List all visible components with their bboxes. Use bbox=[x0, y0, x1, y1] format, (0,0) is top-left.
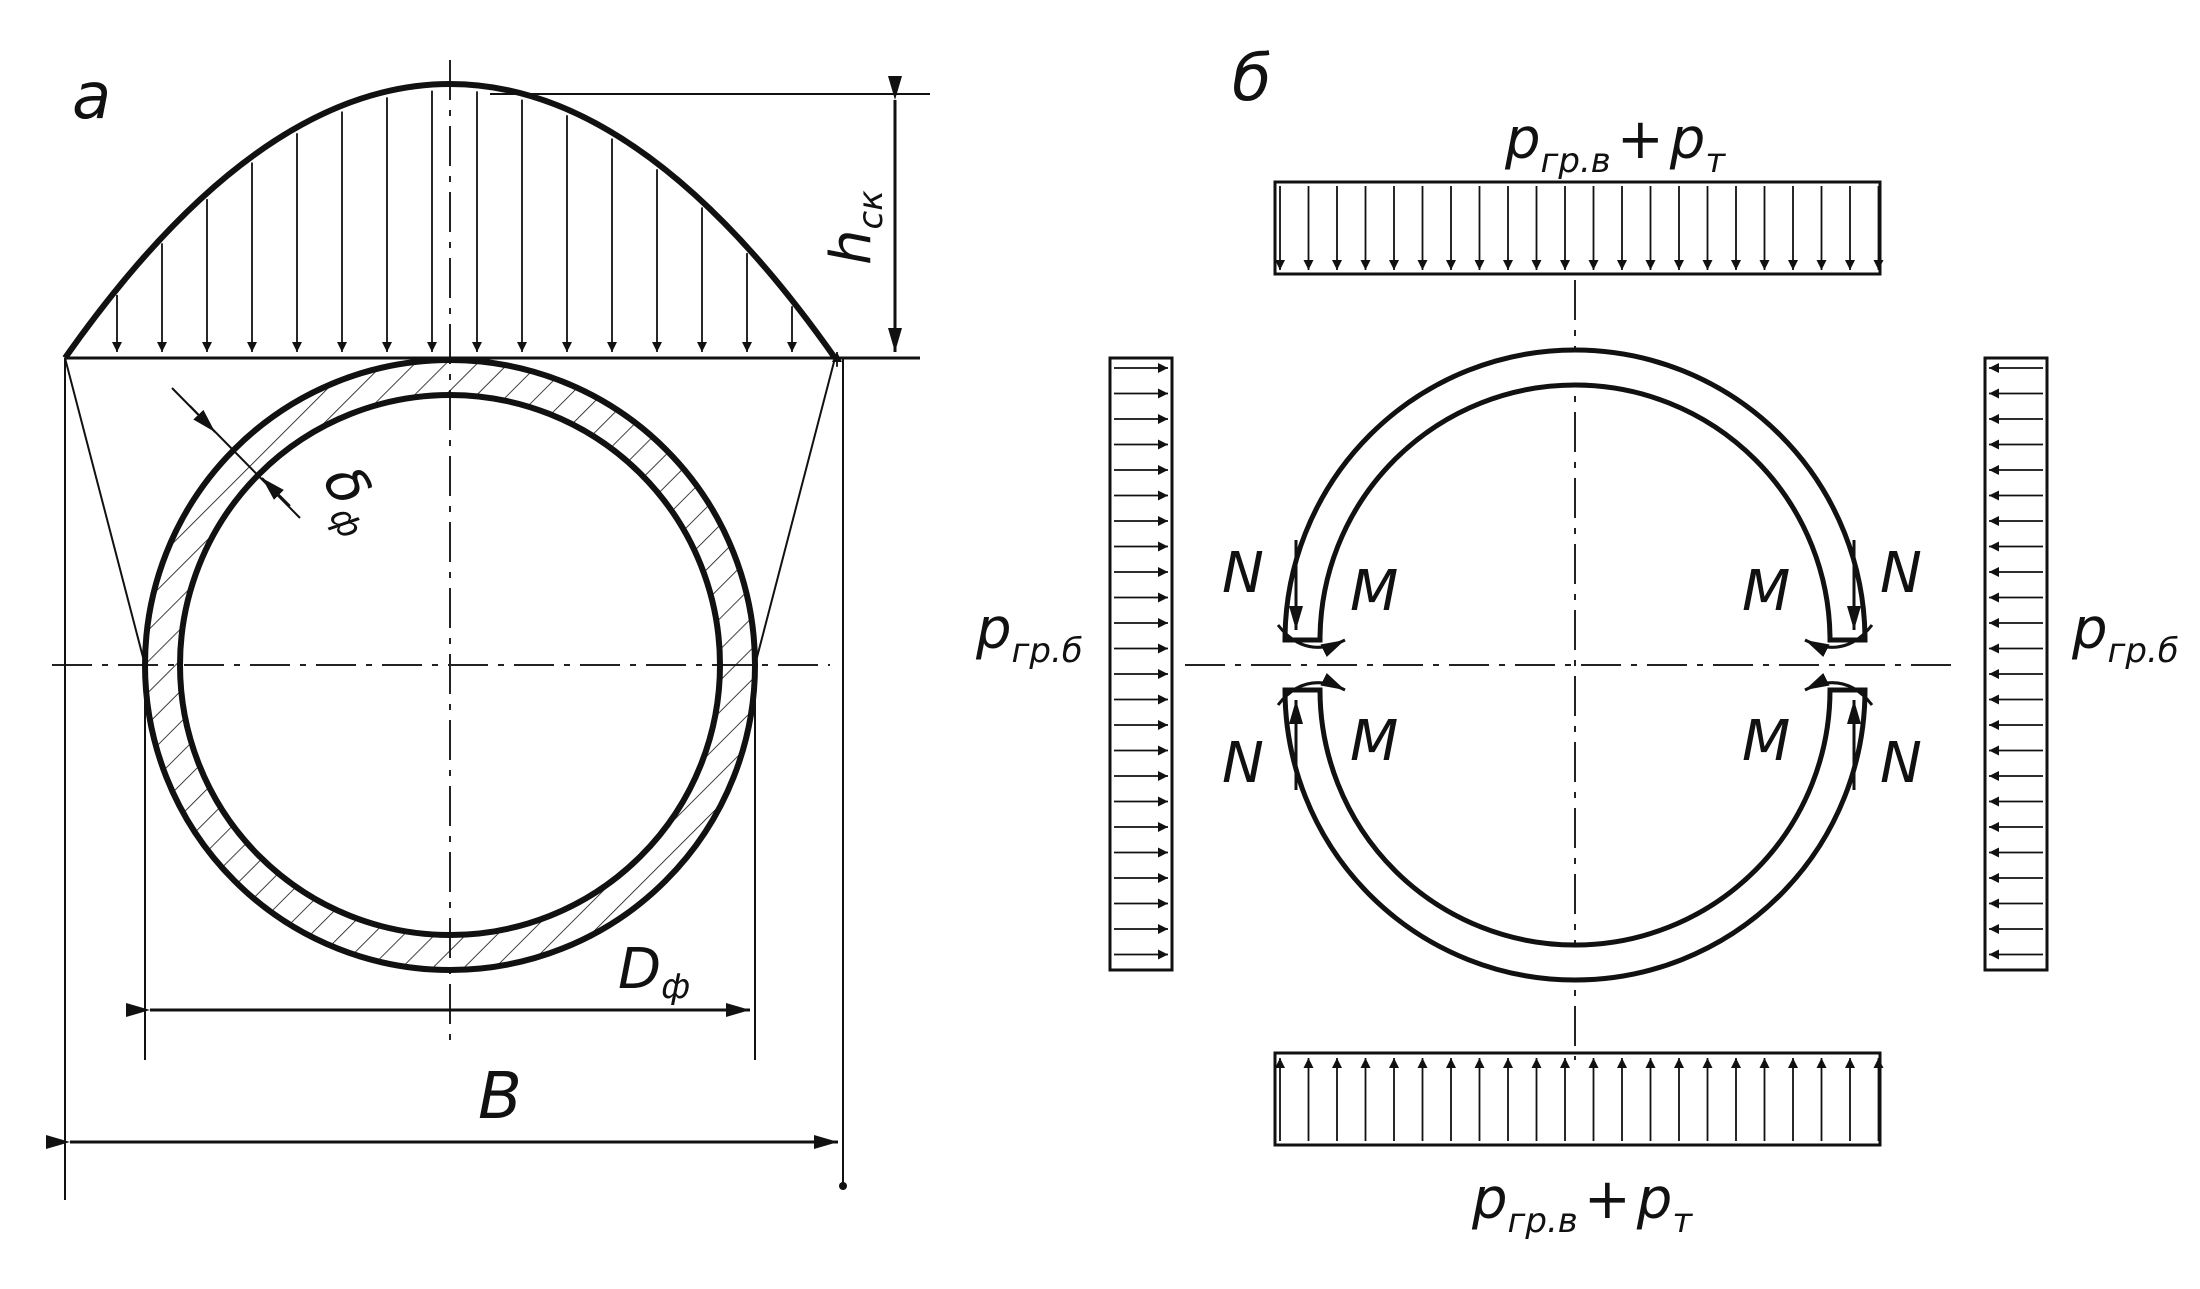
d-label: Dф bbox=[618, 937, 690, 1007]
bottom-load-strip bbox=[1273, 1051, 1882, 1147]
right-load-arrows bbox=[1989, 363, 2043, 960]
b-extension-dot bbox=[839, 1182, 847, 1190]
right-load-label: pгр.б bbox=[2071, 597, 2179, 671]
right-slope-line bbox=[754, 357, 836, 666]
top-load-strip bbox=[1273, 180, 1882, 276]
right-load-strip bbox=[1983, 356, 2049, 972]
panel-b-label: б bbox=[1232, 42, 1271, 116]
delta-arrow-inner bbox=[261, 477, 291, 507]
moment-m-upper-left bbox=[1276, 624, 1346, 657]
left-slope-line bbox=[64, 357, 146, 666]
label-m-upper-right: M bbox=[1742, 559, 1790, 624]
panel-a-label: a bbox=[72, 60, 111, 134]
label-n-upper-left: N bbox=[1222, 541, 1264, 606]
left-load-label: pгр.б bbox=[975, 597, 1083, 671]
label-n-lower-right: N bbox=[1880, 731, 1922, 796]
ring-upper-half bbox=[1282, 347, 1868, 643]
panel-b: б pгр.в+pт pгр.в+pт pгр.б pгр.б bbox=[975, 42, 2179, 1241]
h-label: hск bbox=[819, 190, 891, 265]
label-m-lower-right: M bbox=[1742, 709, 1790, 774]
bottom-load-arrows bbox=[1275, 1058, 1884, 1141]
moment-m-lower-left bbox=[1276, 673, 1346, 706]
label-n-upper-right: N bbox=[1880, 541, 1922, 606]
left-load-arrows bbox=[1114, 363, 1168, 960]
load-arrows-a bbox=[112, 90, 842, 367]
label-m-lower-left: M bbox=[1350, 709, 1398, 774]
h-label-group: hск bbox=[819, 190, 891, 265]
b-label: B bbox=[478, 1060, 522, 1134]
label-n-lower-left: N bbox=[1222, 731, 1264, 796]
left-load-strip bbox=[1108, 356, 1174, 972]
label-m-upper-left: M bbox=[1350, 559, 1398, 624]
delta-label-group: δф bbox=[304, 455, 398, 546]
soil-load-curve bbox=[62, 81, 838, 360]
delta-arrow-outer bbox=[189, 405, 216, 433]
moment-m-lower-right bbox=[1804, 673, 1874, 706]
top-load-arrows bbox=[1275, 186, 1884, 270]
ring-lower-half bbox=[1282, 687, 1868, 983]
delta-label: δф bbox=[304, 455, 398, 546]
top-load-label: pгр.в+pт bbox=[1504, 107, 1726, 181]
bottom-load-label: pгр.в+pт bbox=[1471, 1167, 1693, 1241]
pipe-inner-circle bbox=[177, 392, 723, 938]
panel-a: a hск δф Dф bbox=[46, 60, 930, 1200]
moment-m-upper-right bbox=[1804, 624, 1874, 657]
